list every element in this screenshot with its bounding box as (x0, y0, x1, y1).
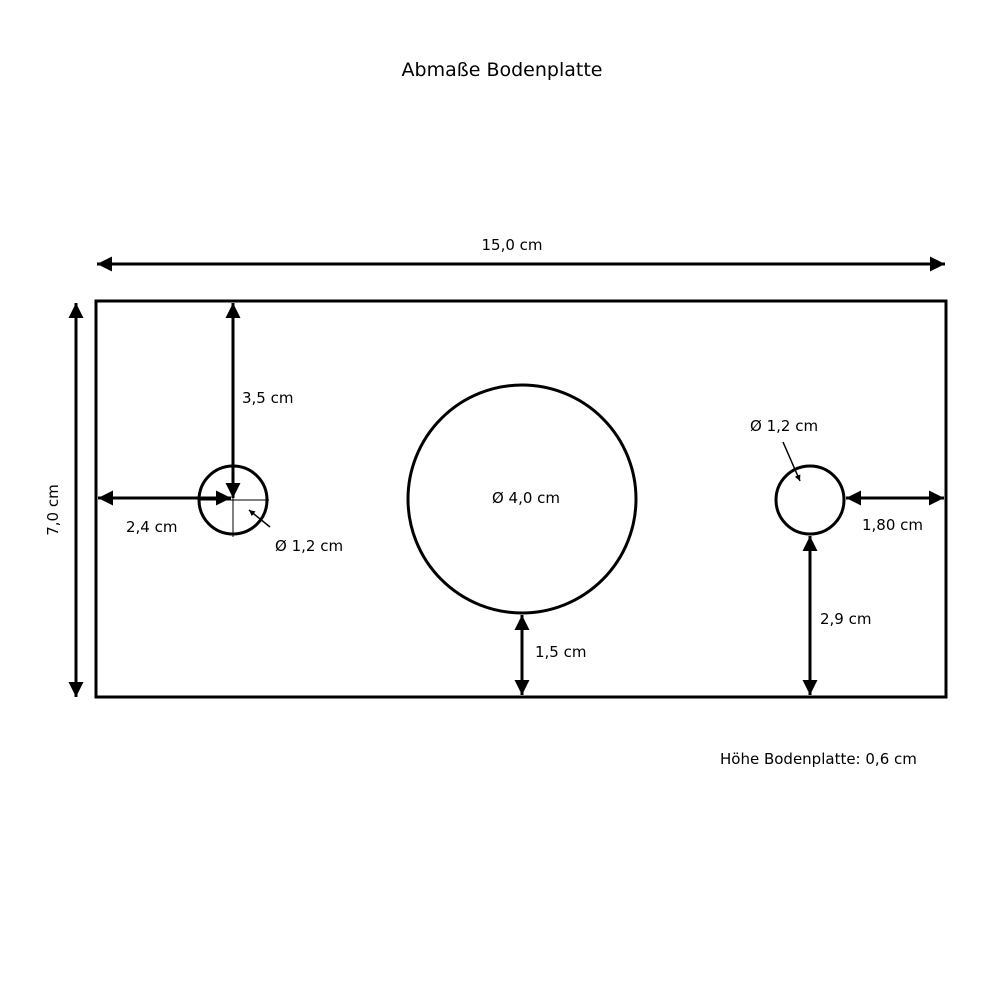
plate-height-note: Höhe Bodenplatte: 0,6 cm (720, 750, 917, 768)
center-hole-diameter-label: Ø 4,0 cm (492, 489, 560, 507)
left-hole-diameter-label: Ø 1,2 cm (275, 537, 343, 555)
left-hole-diameter-leader (248, 509, 271, 528)
center-hole (406, 383, 638, 615)
base-plate-outline (94, 299, 948, 699)
right-hole-right-label: 1,80 cm (862, 516, 923, 534)
right-hole-diameter-label: Ø 1,2 cm (750, 417, 818, 435)
center-hole-bottom-label: 1,5 cm (535, 643, 586, 661)
left-hole-top-label: 3,5 cm (242, 389, 293, 407)
width-label: 15,0 cm (481, 236, 542, 254)
right-hole-bottom-label: 2,9 cm (820, 610, 871, 628)
page-title: Abmaße Bodenplatte (402, 59, 603, 81)
right-hole (774, 464, 846, 536)
left-hole-left-label: 2,4 cm (126, 518, 177, 536)
right-hole-diameter-leader (782, 441, 801, 482)
height-label: 7,0 cm (44, 484, 62, 535)
